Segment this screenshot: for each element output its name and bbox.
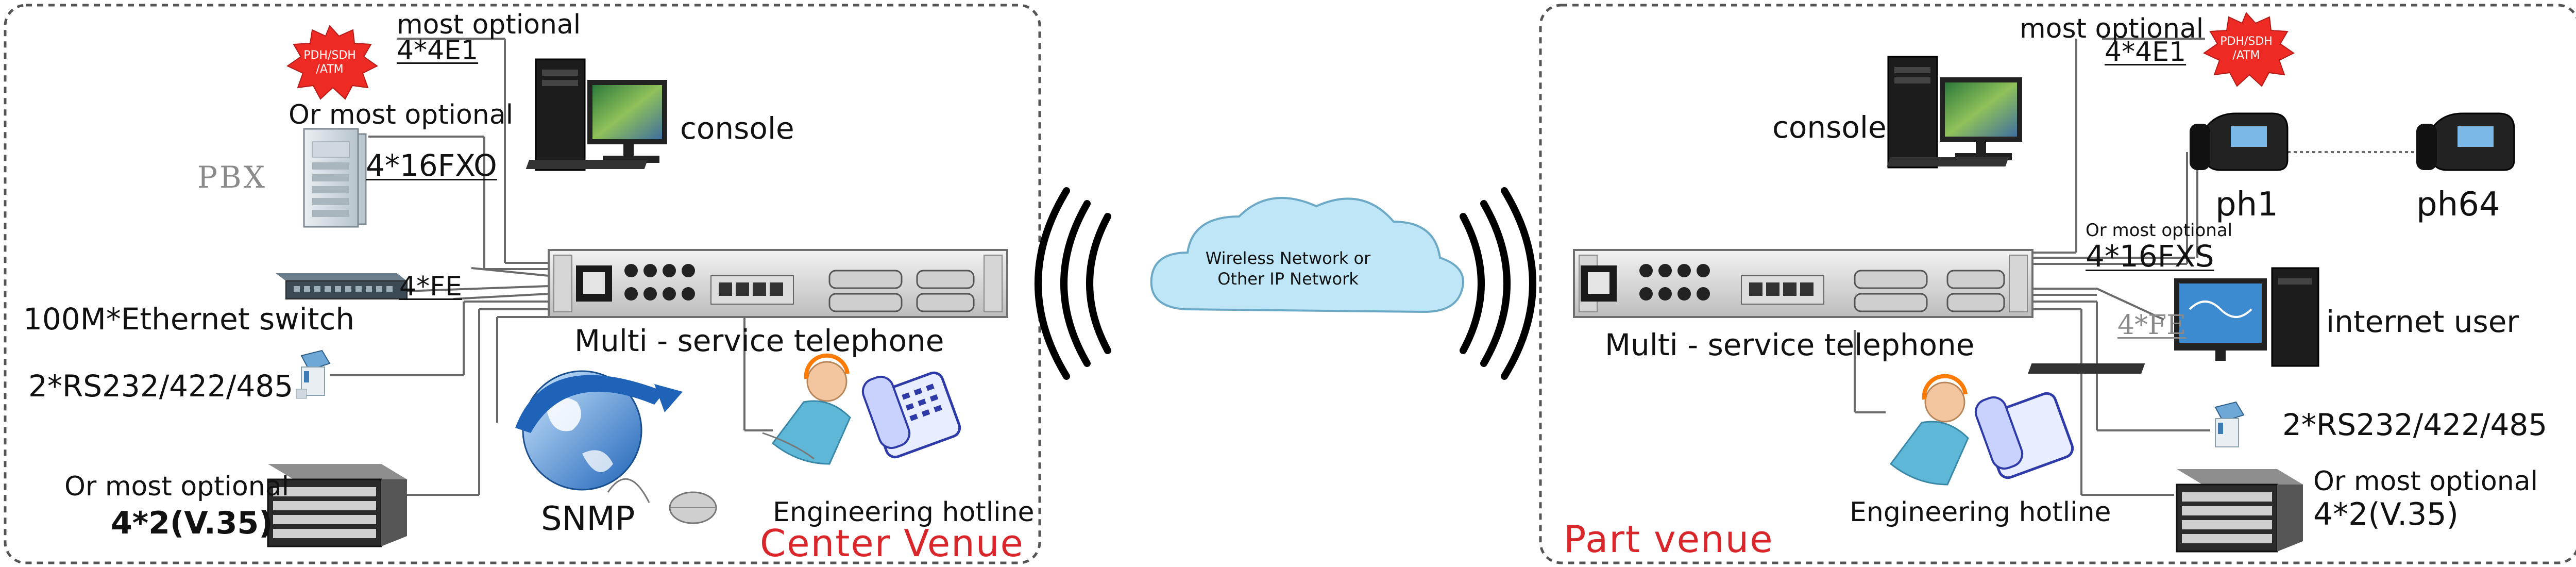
part-venue-label: Part venue xyxy=(1564,521,1774,558)
rack-device-icon xyxy=(549,250,1007,317)
center-pdh-label-2: /ATM xyxy=(301,64,358,75)
serial-converter-icon xyxy=(296,351,330,398)
center-or-most-optional-fxo-label: Or most optional xyxy=(289,102,513,128)
ethernet-switch-icon xyxy=(276,273,407,299)
operator-headset-icon xyxy=(762,356,850,464)
cloud-label-2: Other IP Network xyxy=(1203,271,1373,287)
ip-phone-icon xyxy=(2416,113,2514,170)
pdh-burst-icon xyxy=(287,26,377,99)
center-rs232-label: 2*RS232/422/485 xyxy=(28,371,293,401)
part-e1-label: 4*4E1 xyxy=(2105,39,2186,65)
cloud-label-1: Wireless Network or xyxy=(1203,250,1373,266)
center-fe-label: 4*FE xyxy=(399,273,462,300)
rack-device-icon xyxy=(1574,250,2032,317)
part-pdh-label-2: /ATM xyxy=(2218,50,2275,61)
part-or-most-optional-v35-label: Or most optional xyxy=(2313,468,2538,495)
center-most-optional-e1-label: most optional xyxy=(397,11,581,38)
snmp-label: SNMP xyxy=(541,503,635,536)
ph64-label: ph64 xyxy=(2416,188,2500,221)
center-device-label: Multi - service telephone xyxy=(574,326,944,356)
snmp-globe-icon xyxy=(515,371,683,490)
part-fe-label: 4*FE xyxy=(2117,312,2186,339)
part-rs232-label: 2*RS232/422/485 xyxy=(2282,410,2547,440)
part-hotline-label: Engineering hotline xyxy=(1850,499,2111,526)
part-console-label: console xyxy=(1772,112,1887,142)
part-device-label: Multi - service telephone xyxy=(1605,330,1975,360)
pbx-cabinet-icon xyxy=(304,129,366,227)
center-venue-label: Center Venue xyxy=(760,525,1024,562)
v35-chassis-icon xyxy=(2177,469,2303,552)
part-or-most-optional-fxs-label: Or most optional xyxy=(2086,222,2232,239)
center-fxo-label: 4*16FXO xyxy=(366,151,497,180)
center-v35-label: 4*2(V.35) xyxy=(111,508,273,539)
ph1-label: ph1 xyxy=(2215,188,2278,221)
serial-converter-icon xyxy=(2215,402,2244,447)
center-or-most-optional-v35-label: Or most optional xyxy=(64,473,289,500)
desktop-computer-icon xyxy=(1887,57,2022,168)
part-pdh-label-1: PDH/SDH xyxy=(2218,36,2275,47)
ethernet-switch-label: 100M*Ethernet switch xyxy=(23,304,354,334)
desktop-computer-icon xyxy=(526,59,667,170)
part-fxs-label: 4*16FXS xyxy=(2086,241,2214,271)
operator-headset-icon xyxy=(1891,376,1968,485)
telephone-icon xyxy=(859,370,962,459)
ip-phone-icon xyxy=(2190,113,2287,170)
center-pdh-label-1: PDH/SDH xyxy=(301,50,358,61)
center-e1-label: 4*4E1 xyxy=(397,37,478,64)
telephone-icon xyxy=(1972,391,2075,480)
center-console-label: console xyxy=(680,113,794,143)
part-v35-label: 4*2(V.35) xyxy=(2313,499,2459,530)
pbx-label: PBX xyxy=(197,162,267,192)
internet-user-label: internet user xyxy=(2326,307,2519,337)
